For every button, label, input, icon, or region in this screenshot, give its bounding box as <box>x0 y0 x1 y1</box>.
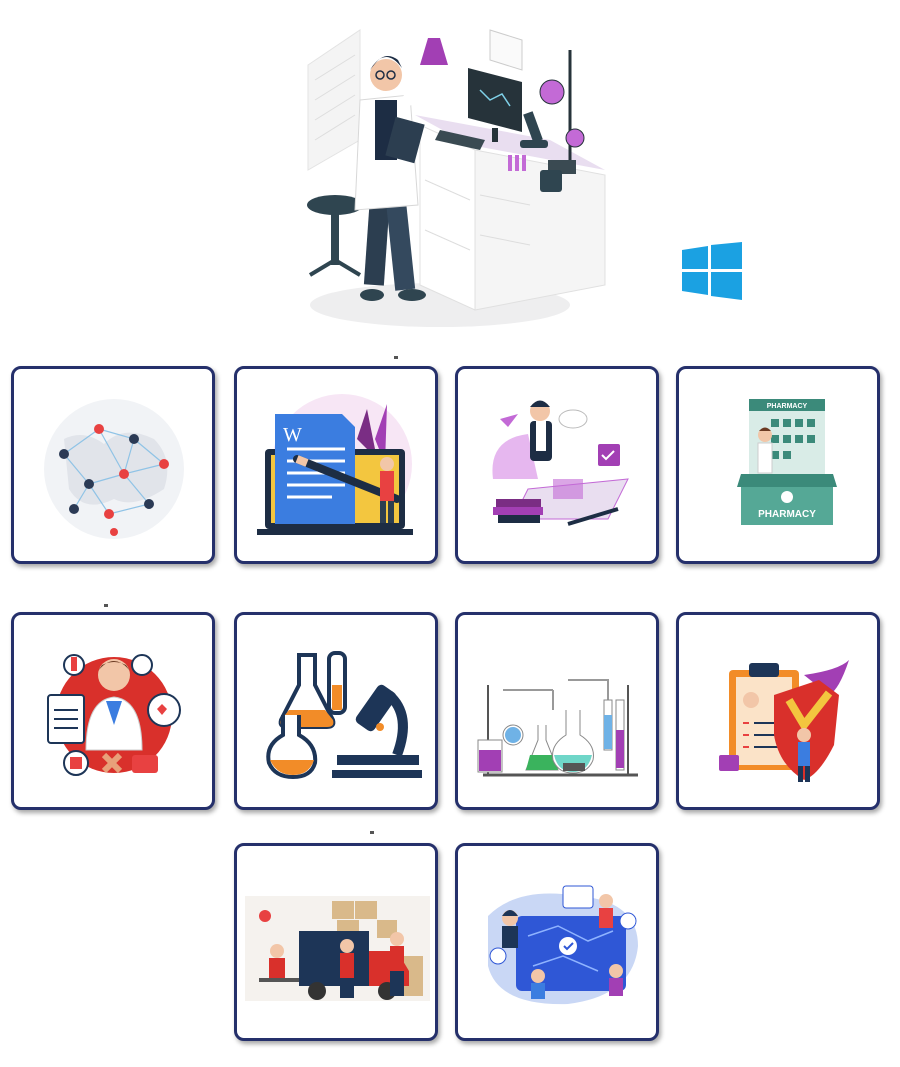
divider-mark <box>104 604 108 607</box>
tile-clipboard-shield[interactable] <box>676 612 880 810</box>
network-globe-icon <box>44 399 184 539</box>
tile-document-writing[interactable]: W <box>234 366 438 564</box>
clipboard-shield-icon <box>719 660 849 782</box>
document-writing-icon: W <box>257 394 413 535</box>
windows-logo-icon[interactable] <box>682 242 742 300</box>
doctor-medical-icon <box>47 654 181 776</box>
svg-text:PHARMACY: PHARMACY <box>758 509 816 520</box>
logistics-delivery-icon <box>245 896 430 1001</box>
online-learning-icon <box>492 400 629 526</box>
pharmacy-counter-icon: PHARMACY PHARMACY <box>737 399 837 525</box>
scientist-lab-illustration <box>307 29 606 327</box>
tile-pharmacy[interactable]: PHARMACY PHARMACY <box>676 366 880 564</box>
chemistry-glassware-icon <box>477 679 638 777</box>
tile-digital-network-team[interactable] <box>455 843 659 1041</box>
divider-mark <box>370 831 374 834</box>
svg-text:PHARMACY: PHARMACY <box>767 403 808 410</box>
tile-doctor-medical[interactable] <box>11 612 215 810</box>
tile-network-globe[interactable] <box>11 366 215 564</box>
lab-microscope-icon <box>266 651 422 780</box>
digital-network-team-icon <box>488 885 638 1005</box>
tile-lab-microscope[interactable] <box>234 612 438 810</box>
svg-text:W: W <box>283 424 302 446</box>
tile-logistics-delivery[interactable] <box>234 843 438 1041</box>
tile-chemistry-glassware[interactable] <box>455 612 659 810</box>
tile-online-learning[interactable] <box>455 366 659 564</box>
divider-mark <box>394 356 398 359</box>
